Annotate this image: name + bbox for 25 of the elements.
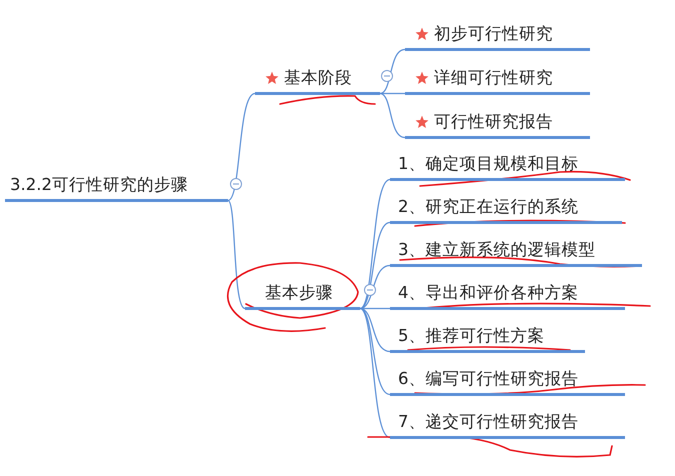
branch-line [360, 178, 390, 309]
branch-line [380, 92, 406, 138]
topic-text: 基本阶段 [284, 66, 352, 88]
branch-line [228, 200, 246, 309]
topic-text: 1、确定项目规模和目标 [398, 152, 578, 174]
topic-text: 4、导出和评价各种方案 [398, 282, 578, 304]
topic-text: 详细可行性研究 [434, 66, 553, 88]
topic-text: 2、研究正在运行的系统 [398, 196, 578, 218]
topic-text: 初步可行性研究 [434, 22, 553, 44]
branch-line [360, 308, 390, 438]
topic-text: 6、编写可行性研究报告 [398, 368, 578, 390]
branch-line [360, 308, 390, 310]
topic-text: 可行性研究报告 [434, 110, 553, 132]
branch-line [360, 222, 390, 310]
topic-text: 3.2.2可行性研究的步骤 [10, 174, 188, 196]
topic-text: 7、递交可行性研究报告 [398, 410, 578, 432]
topic-text: 5、推荐可行性方案 [398, 324, 544, 346]
branch-line [360, 308, 390, 352]
branch-line [360, 308, 390, 396]
branch-line [360, 264, 390, 310]
topic-text: 3、建立新系统的逻辑模型 [398, 238, 596, 260]
topic-text: 基本步骤 [265, 282, 333, 304]
branch-line [380, 92, 405, 94]
branch-line [228, 92, 256, 201]
branch-line [380, 48, 406, 94]
